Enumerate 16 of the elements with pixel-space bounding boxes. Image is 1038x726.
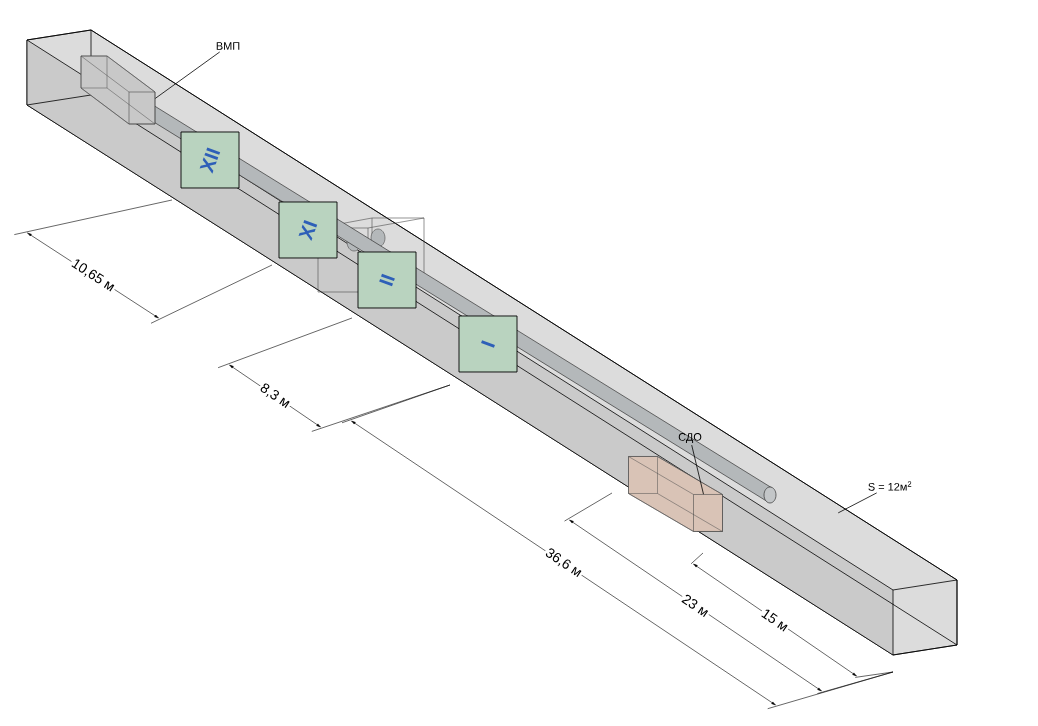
leader-line	[691, 444, 704, 495]
callout-label: СДО	[678, 433, 702, 443]
callout-label: ВМП	[216, 42, 240, 50]
dimension-label: 23 м	[678, 591, 713, 620]
section-panel: XI	[278, 201, 338, 259]
leader-line	[154, 51, 221, 99]
device-box	[628, 456, 723, 532]
dimension-label: 15 м	[758, 605, 792, 635]
section-panel: I	[458, 315, 518, 373]
callout-label: S = 12м$^{2}$	[868, 481, 912, 491]
dimension-label: 36,6 м	[541, 544, 586, 582]
section-panel: XII	[180, 131, 240, 189]
leader-line	[837, 492, 878, 514]
fan-box	[80, 55, 156, 125]
section-panel: II	[357, 251, 417, 309]
dimension-label: 8,3 м	[256, 379, 294, 413]
